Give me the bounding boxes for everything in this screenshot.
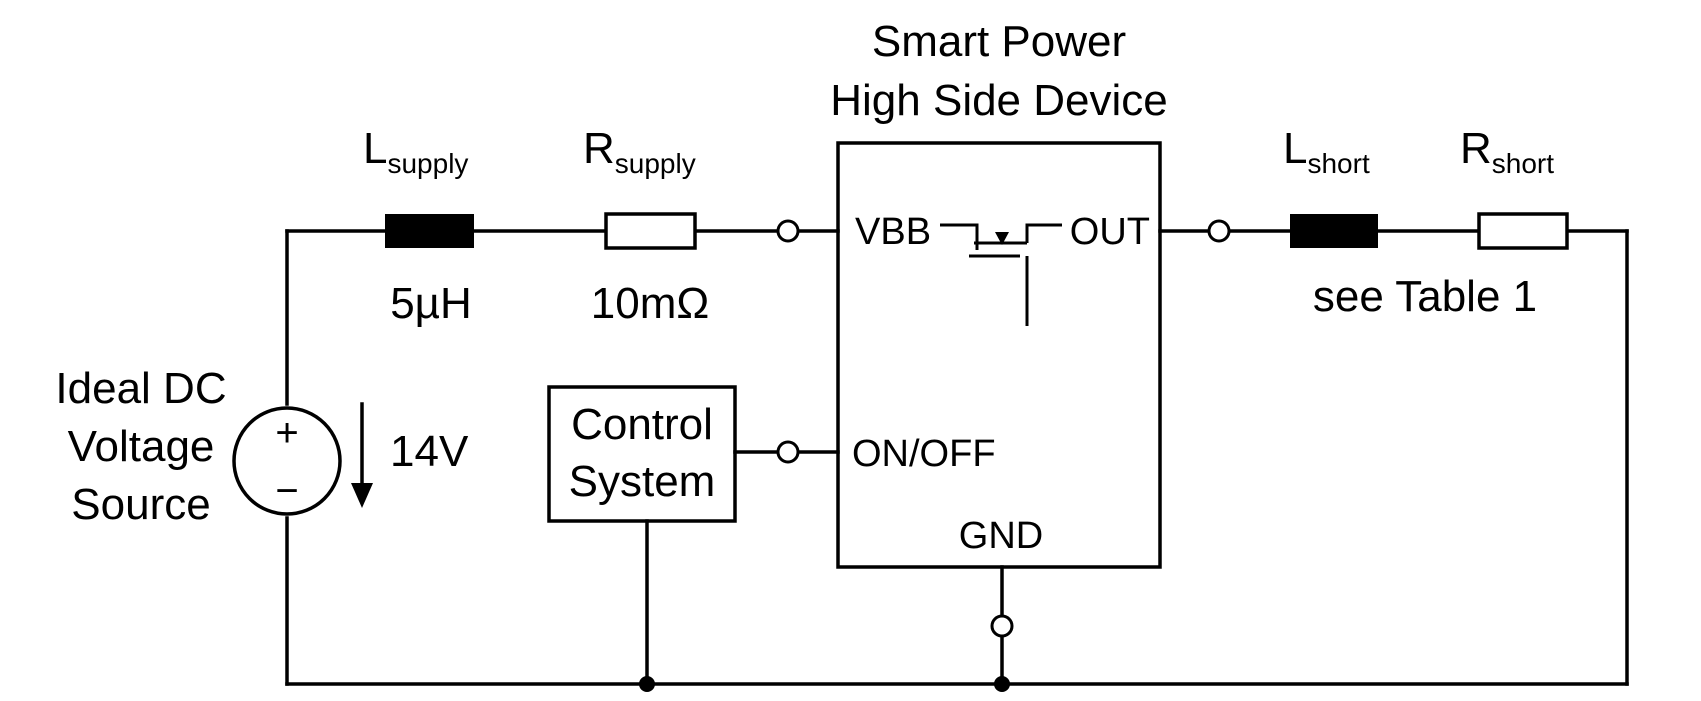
short-inductor	[1290, 214, 1378, 248]
short-resistor	[1477, 212, 1569, 250]
pin-label-out: OUT	[1070, 211, 1150, 253]
value-l-supply: 5µH	[390, 279, 472, 328]
device-title-line2: High Side Device	[830, 76, 1168, 125]
onoff-terminal	[776, 440, 800, 464]
label-l-short: Lshort	[1283, 124, 1370, 179]
label-l-supply-subscript: supply	[387, 148, 468, 179]
wires	[285, 229, 1629, 686]
pin-label-onoff: ON/OFF	[852, 433, 996, 475]
control-system-box	[547, 385, 737, 523]
value-short: see Table 1	[1313, 272, 1537, 321]
source-label-line1: Ideal DC	[55, 364, 226, 413]
junction-dot-control	[639, 676, 655, 692]
source-minus-sign: −	[275, 469, 298, 513]
mosfet-symbol	[940, 223, 1062, 326]
source-label-line2: Voltage	[68, 422, 215, 471]
voltage-source	[232, 406, 342, 516]
label-l-supply-symbol: L	[363, 124, 387, 173]
label-l-short-subscript: short	[1307, 148, 1369, 179]
gnd-terminal	[990, 614, 1014, 638]
label-r-short: Rshort	[1460, 124, 1554, 179]
device-title-line1: Smart Power	[872, 17, 1126, 66]
source-plus-sign: +	[275, 411, 298, 455]
label-l-short-symbol: L	[1283, 124, 1307, 173]
vbb-terminal	[776, 219, 800, 243]
value-r-supply: 10mΩ	[591, 279, 710, 328]
control-label-line2: System	[569, 457, 716, 506]
label-r-short-symbol: R	[1460, 124, 1492, 173]
supply-inductor	[385, 214, 474, 248]
label-l-supply: Lsupply	[363, 124, 468, 179]
label-r-supply-subscript: supply	[615, 148, 696, 179]
pin-label-gnd: GND	[959, 515, 1043, 557]
device-box	[836, 141, 1162, 569]
junction-dot-gnd	[994, 676, 1010, 692]
out-terminal	[1207, 219, 1231, 243]
voltage-arrow	[351, 402, 373, 508]
control-label-line1: Control	[571, 400, 713, 449]
source-voltage-value: 14V	[390, 427, 469, 476]
pin-label-vbb: VBB	[855, 211, 931, 253]
device-title: Smart Power High Side Device	[830, 17, 1168, 125]
source-label-line3: Source	[71, 480, 210, 529]
label-r-supply-symbol: R	[583, 124, 615, 173]
label-r-short-subscript: short	[1492, 148, 1554, 179]
label-r-supply: Rsupply	[583, 124, 696, 179]
supply-resistor	[604, 212, 697, 250]
